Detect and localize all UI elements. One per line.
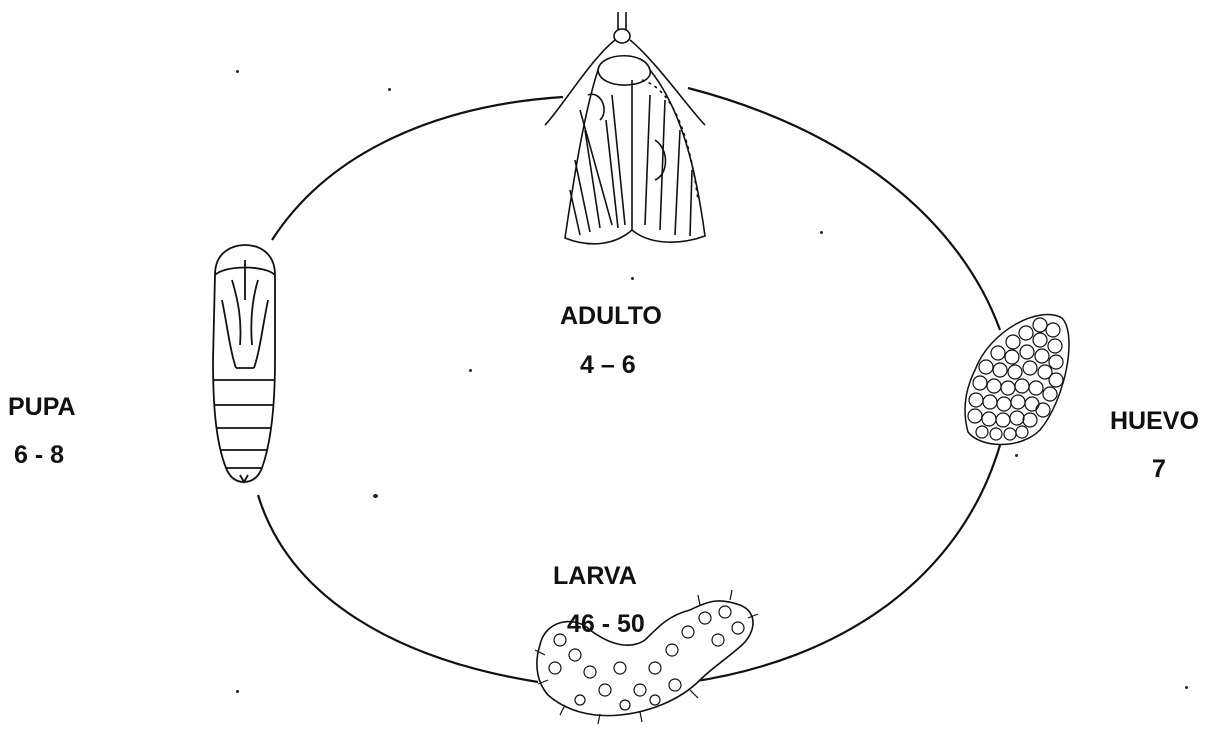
scan-speck <box>631 277 634 280</box>
egg-cluster-icon <box>965 315 1069 445</box>
scan-speck <box>236 690 239 693</box>
scan-speck <box>469 369 472 372</box>
scan-speck <box>1185 686 1188 689</box>
stage-days-larva: 46 - 50 <box>567 610 645 639</box>
stage-days-huevo: 7 <box>1152 455 1166 484</box>
scan-speck <box>373 494 378 498</box>
stage-days-pupa: 6 - 8 <box>14 441 64 470</box>
stage-name-adulto: ADULTO <box>560 302 662 331</box>
stage-name-larva: LARVA <box>553 562 637 591</box>
stage-name-pupa: PUPA <box>8 393 76 422</box>
cycle-arc-larva-to-pupa <box>258 495 538 682</box>
scan-speck <box>1015 454 1018 457</box>
scan-speck <box>820 231 823 234</box>
stage-days-adulto: 4 – 6 <box>580 351 636 380</box>
scan-speck <box>388 88 391 91</box>
pupa-icon <box>213 245 275 482</box>
cycle-arc-pupa-to-adult <box>272 97 563 240</box>
scan-speck <box>236 70 239 73</box>
cycle-arc-adult-to-egg <box>688 88 1000 330</box>
moth-icon <box>545 12 705 244</box>
stage-name-huevo: HUEVO <box>1110 407 1199 436</box>
